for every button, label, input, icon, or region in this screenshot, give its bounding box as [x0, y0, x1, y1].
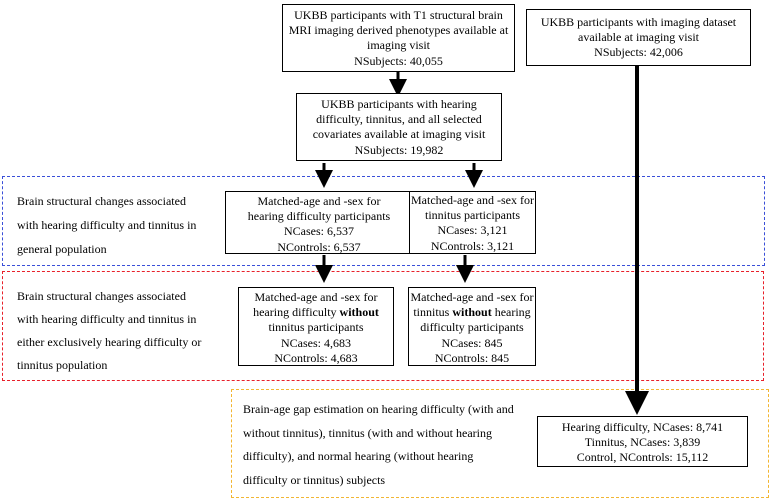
hd-without-tinnitus-box: Matched-age and -sex for hearing difficu… — [238, 287, 394, 366]
brain-age-gap-label: Brain-age gap estimation on hearing diff… — [243, 398, 535, 492]
t1-mri-line2: MRI imaging derived phenotypes available… — [288, 23, 509, 38]
hearing-covariates-line4: NSubjects: 19,982 — [354, 142, 444, 157]
hearing-covariates-line2: difficulty, tinnitus, and all selected — [316, 112, 482, 127]
hearing-covariates-box: UKBB participants with hearing difficult… — [296, 93, 502, 161]
tin-matched-line4: NControls: 3,121 — [430, 238, 515, 253]
tin-without-hd-line1: Matched-age and -sex for — [410, 290, 534, 304]
hd-without-tin-line4: NCases: 4,683 — [281, 335, 351, 350]
hd-without-tin-line1: Matched-age and -sex for — [254, 290, 378, 304]
tin-without-hd-line3: difficulty participants — [420, 320, 524, 335]
general-line1: Brain structural changes associated — [17, 194, 186, 208]
hd-matched-box: Matched-age and -sex for hearing difficu… — [225, 191, 413, 254]
t1-mri-participants-box: UKBB participants with T1 structural bra… — [282, 4, 515, 72]
brain-age-line3: difficulty), and normal hearing (without… — [243, 449, 474, 463]
t1-mri-line1: UKBB participants with T1 structural bra… — [294, 8, 503, 22]
brain-age-line2: without tinnitus), tinnitus (with and wi… — [243, 425, 492, 440]
exclusive-line3: either exclusively hearing difficulty or — [17, 335, 202, 349]
t1-mri-line4: NSubjects: 40,055 — [354, 53, 443, 68]
brain-age-cohort-line2: Tinnitus, NCases: 3,839 — [584, 435, 701, 450]
imaging-dataset-line2: available at imaging visit — [578, 30, 699, 45]
imaging-dataset-line3: NSubjects: 42,006 — [594, 45, 683, 60]
brain-age-line1: Brain-age gap estimation on hearing diff… — [243, 402, 514, 416]
brain-age-region — [231, 389, 769, 498]
tin-matched-line1: Matched-age and -sex for — [411, 193, 534, 207]
brain-age-cohort-line3: Control, NControls: 15,112 — [576, 450, 709, 465]
tin-matched-line3: NCases: 3,121 — [437, 223, 508, 238]
tin-without-hd-line5: NControls: 845 — [434, 350, 510, 365]
hd-matched-line2: hearing difficulty participants — [247, 209, 391, 224]
brain-age-cohort-box: Hearing difficulty, NCases: 8,741 Tinnit… — [537, 416, 748, 467]
exclusive-population-region — [2, 271, 764, 381]
imaging-dataset-line1: UKBB participants with imaging dataset — [540, 15, 737, 29]
hd-matched-line1: Matched-age and -sex for — [257, 194, 381, 208]
exclusive-line4: tinnitus population — [17, 358, 108, 372]
tin-without-hd-line2: tinnitus without hearing — [413, 305, 531, 320]
tinnitus-matched-visible-box — [409, 191, 536, 254]
general-population-label: Brain structural changes associated with… — [17, 189, 217, 261]
exclusive-line2: with hearing difficulty and tinnitus in — [17, 312, 197, 326]
imaging-dataset-box: UKBB participants with imaging dataset a… — [526, 9, 751, 66]
tin-without-hd-line4: NCases: 845 — [441, 335, 503, 350]
tin-matched-line2: tinnitus participants — [425, 208, 520, 223]
hd-without-tin-line5: NControls: 4,683 — [274, 350, 358, 365]
general-line3: general population — [17, 242, 107, 256]
general-line2: with hearing difficulty and tinnitus in — [17, 218, 197, 232]
hd-matched-line4: NControls: 6,537 — [277, 239, 361, 254]
t1-mri-line3: imaging visit — [367, 38, 430, 53]
brain-age-line4: difficulty or tinnitus) subjects — [243, 472, 386, 487]
tinnitus-matched-text-box: Matched-age and -sex for tinnitus partic… — [409, 191, 536, 254]
general-population-region — [2, 176, 765, 266]
hd-matched-line3: NCases: 6,537 — [284, 224, 354, 239]
hd-without-tin-line3: tinnitus participants — [268, 320, 364, 335]
hearing-covariates-line1: UKBB participants with hearing — [321, 97, 477, 111]
exclusive-population-label: Brain structural changes associated with… — [17, 285, 227, 377]
hearing-covariates-line3: covariates available at imaging visit — [312, 127, 486, 142]
brain-age-cohort-line1: Hearing difficulty, NCases: 8,741 — [561, 420, 724, 434]
exclusive-line1: Brain structural changes associated — [17, 289, 186, 303]
tinnitus-without-hd-box: Matched-age and -sex for tinnitus withou… — [408, 287, 536, 366]
hd-without-tin-line2: hearing difficulty without — [253, 305, 379, 320]
